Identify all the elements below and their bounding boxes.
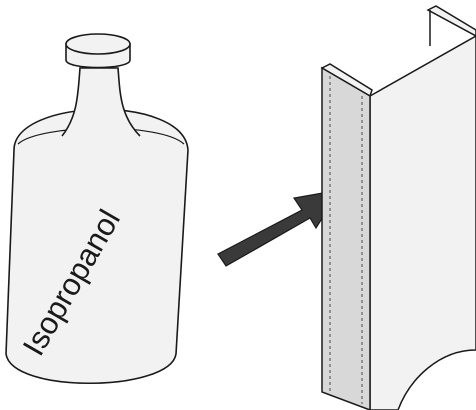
bottle-cap <box>65 33 131 69</box>
profile-back-flange <box>426 5 476 37</box>
profile-front-face <box>369 35 476 410</box>
bottle-neck <box>61 67 141 137</box>
profile-edge-strip <box>321 66 371 410</box>
isopropanol-bottle: Isopropanol <box>5 33 189 385</box>
bottle-body <box>5 108 189 385</box>
u-channel-profile <box>320 5 476 410</box>
